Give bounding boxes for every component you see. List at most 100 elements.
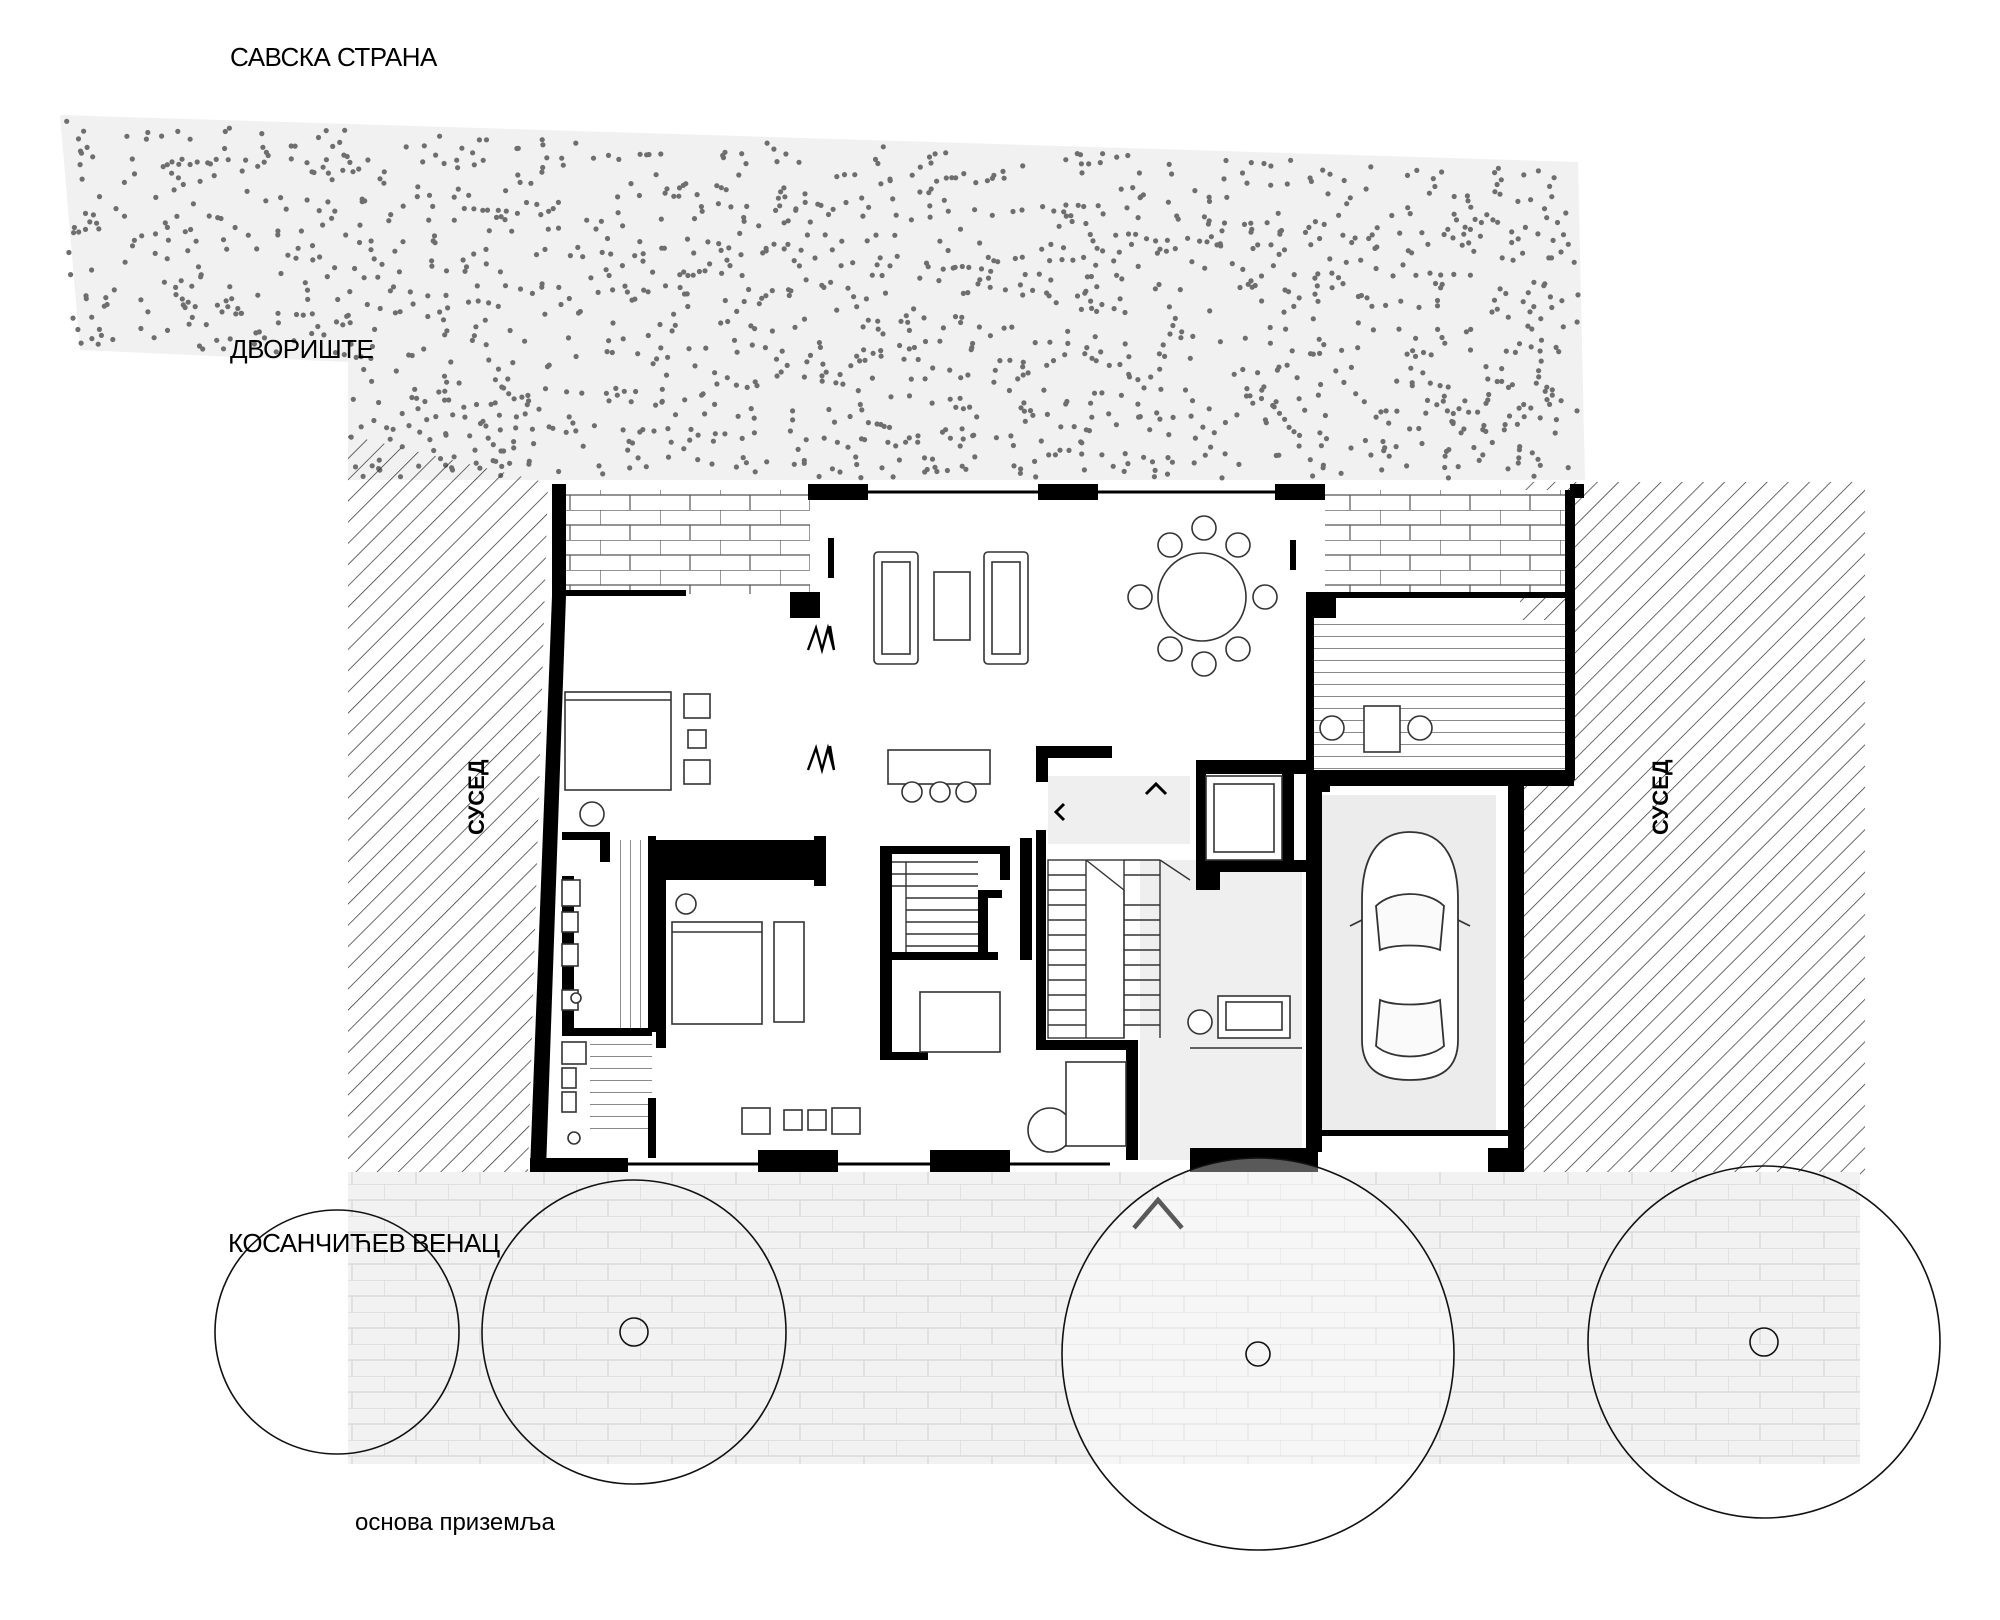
gravel-dot xyxy=(219,309,225,315)
gravel-dot xyxy=(1549,387,1555,393)
gravel-dot xyxy=(1154,410,1160,416)
gravel-dot xyxy=(1069,218,1075,225)
gravel-dot xyxy=(796,159,802,165)
gravel-dot xyxy=(875,160,881,167)
gravel-dot xyxy=(715,201,722,207)
gravel-dot xyxy=(1451,193,1457,200)
gravel-dot xyxy=(98,332,104,338)
gravel-dot xyxy=(1187,355,1193,361)
gravel-dot xyxy=(1464,193,1470,199)
gravel-dot xyxy=(941,197,947,203)
gravel-dot xyxy=(1379,467,1385,473)
gravel-dot xyxy=(1172,246,1178,252)
gravel-dot xyxy=(1355,345,1361,351)
gravel-dot xyxy=(1442,340,1448,346)
gravel-dot xyxy=(368,247,374,253)
neighbor-plot-left xyxy=(348,435,548,1172)
gravel-dot xyxy=(1082,351,1088,357)
gravel-dot xyxy=(1019,207,1025,213)
gravel-dot xyxy=(1022,418,1028,424)
gravel-dot xyxy=(1274,367,1280,373)
gravel-dot xyxy=(1538,337,1545,343)
gravel-dot xyxy=(495,207,501,213)
gravel-dot xyxy=(936,278,942,284)
gravel-dot xyxy=(570,420,576,426)
gravel-dot xyxy=(840,381,846,387)
gravel-dot xyxy=(1084,345,1090,351)
gravel-dot xyxy=(1535,456,1541,462)
gravel-dot xyxy=(406,423,412,429)
gravel-dot xyxy=(773,207,779,213)
gravel-dot xyxy=(961,171,967,177)
gravel-dot xyxy=(1075,202,1081,208)
gravel-dot xyxy=(275,232,281,238)
gravel-dot xyxy=(211,173,217,179)
gravel-dot xyxy=(752,379,758,385)
gravel-dot xyxy=(1296,432,1303,438)
gravel-dot xyxy=(1542,388,1548,394)
gravel-dot xyxy=(739,435,745,441)
gravel-dot xyxy=(966,264,972,270)
gravel-dot xyxy=(801,374,808,380)
gravel-dot xyxy=(275,310,281,316)
gravel-dot xyxy=(1522,224,1528,230)
gravel-dot xyxy=(865,317,871,323)
gravel-dot xyxy=(467,433,473,439)
gravel-dot xyxy=(850,260,856,266)
gravel-dot xyxy=(1321,221,1327,227)
gravel-dot xyxy=(1106,411,1112,417)
gravel-dot xyxy=(254,246,260,252)
gravel-dot xyxy=(637,239,643,245)
gravel-dot xyxy=(734,308,740,314)
gravel-dot xyxy=(1032,458,1038,464)
gravel-dot xyxy=(185,299,191,305)
gravel-dot xyxy=(771,146,777,152)
gravel-dot xyxy=(499,384,505,390)
gravel-dot xyxy=(838,263,844,269)
gravel-dot xyxy=(1118,186,1124,192)
gravel-dot xyxy=(841,172,848,178)
gravel-dot xyxy=(991,258,997,264)
gravel-dot xyxy=(646,151,652,158)
gravel-dot xyxy=(1099,390,1105,396)
gravel-dot xyxy=(304,197,310,203)
gravel-dot xyxy=(545,226,551,232)
gravel-dot xyxy=(493,214,500,220)
gravel-dot xyxy=(724,257,730,263)
gravel-dot xyxy=(1234,412,1240,418)
gravel-dot xyxy=(1018,405,1024,411)
gravel-dot xyxy=(781,185,787,191)
gravel-dot xyxy=(820,361,826,367)
gravel-dot xyxy=(486,228,492,234)
gravel-dot xyxy=(78,340,84,346)
gravel-dot xyxy=(76,229,82,235)
gravel-dot xyxy=(778,189,784,195)
gravel-dot xyxy=(1308,242,1314,248)
gravel-dot xyxy=(1432,183,1438,190)
gravel-dot xyxy=(972,207,978,213)
gravel-dot xyxy=(641,287,647,293)
gravel-dot xyxy=(879,272,885,279)
gravel-dot xyxy=(903,439,909,445)
gravel-dot xyxy=(1434,402,1440,408)
gravel-dot xyxy=(1456,406,1462,412)
gravel-dot xyxy=(1499,366,1505,372)
gravel-dot xyxy=(1355,320,1361,326)
gravel-dot xyxy=(1306,224,1312,230)
gravel-dot xyxy=(492,400,498,406)
gravel-dot xyxy=(685,303,691,310)
gravel-dot xyxy=(782,194,788,200)
label-plan-caption: основа приземља xyxy=(355,1509,556,1536)
gravel-dot xyxy=(332,350,339,356)
gravel-dot xyxy=(763,248,769,254)
gravel-dot xyxy=(887,263,893,269)
gravel-dot xyxy=(989,212,995,218)
gravel-dot xyxy=(1394,378,1400,384)
gravel-dot xyxy=(325,199,331,205)
gravel-dot xyxy=(1492,189,1498,195)
gravel-dot xyxy=(1544,384,1550,390)
gravel-dot xyxy=(819,378,825,384)
gravel-dot xyxy=(469,337,475,343)
gravel-dot xyxy=(1374,244,1380,250)
gravel-dot xyxy=(903,313,909,319)
